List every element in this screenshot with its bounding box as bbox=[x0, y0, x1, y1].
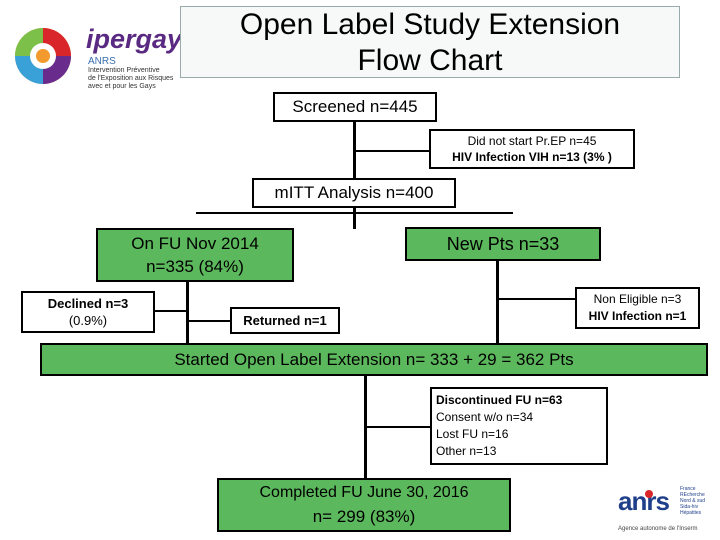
did-not-start-line-1: Did not start Pr.EP n=45 bbox=[467, 134, 597, 148]
started-label: Started Open Label Extension n= 333 + 29… bbox=[174, 349, 574, 369]
connector bbox=[353, 212, 513, 214]
anrs-side-5: Hépatites bbox=[680, 510, 702, 516]
anrs-side-2: REcherche bbox=[680, 492, 705, 498]
did-not-start-box: Did not start Pr.EP n=45 HIV Infection V… bbox=[429, 129, 635, 169]
started-box: Started Open Label Extension n= 333 + 29… bbox=[40, 343, 708, 376]
ipergay-tagline-2: de l'Exposition aux Risques bbox=[88, 75, 174, 82]
connector bbox=[186, 280, 189, 344]
connector bbox=[186, 320, 232, 322]
completed-box: Completed FU June 30, 2016 n= 299 (83%) bbox=[217, 478, 511, 532]
anrs-side-3: Nord & sud bbox=[680, 498, 706, 504]
ipergay-name: ipergay bbox=[86, 24, 183, 54]
new-pts-box: New Pts n=33 bbox=[405, 227, 601, 261]
declined-line-1: Declined n=3 bbox=[47, 296, 129, 311]
title-line-2: Flow Chart bbox=[357, 44, 503, 77]
connector bbox=[196, 212, 356, 214]
anrs-side-4: Sida-hiv bbox=[680, 504, 699, 510]
ipergay-org: ANRS bbox=[88, 56, 116, 67]
anrs-side-1: France bbox=[680, 486, 696, 492]
discontinued-line-1: Discontinued FU n=63 bbox=[436, 393, 563, 407]
anrs-caption: Agence autonome de l'Inserm bbox=[618, 526, 698, 532]
connector bbox=[496, 298, 576, 300]
connector bbox=[155, 310, 188, 312]
title-line-1: Open Label Study Extension bbox=[239, 8, 621, 41]
non-eligible-line-2: HIV Infection n=1 bbox=[588, 309, 687, 323]
non-eligible-box: Non Eligible n=3 HIV Infection n=1 bbox=[575, 287, 700, 329]
returned-box: Returned n=1 bbox=[230, 307, 340, 334]
ipergay-tagline-3: avec et pour les Gays bbox=[88, 83, 156, 90]
completed-line-2: n= 299 (83%) bbox=[312, 507, 416, 526]
ipergay-tagline-1: Intervention Préventive bbox=[88, 67, 160, 74]
returned-label: Returned n=1 bbox=[243, 313, 327, 328]
on-fu-line-2: n=335 (84%) bbox=[146, 257, 244, 276]
discontinued-box: Discontinued FU n=63 Consent w/o n=34 Lo… bbox=[430, 387, 608, 465]
screened-box: Screened n=445 bbox=[273, 92, 437, 122]
anrs-logo: anrs France REcherche Nord & sud Sida-hi… bbox=[618, 486, 718, 538]
discontinued-line-2: Consent w/o n=34 bbox=[436, 410, 534, 424]
connector bbox=[353, 150, 429, 152]
mitt-label: mITT Analysis n=400 bbox=[274, 183, 434, 202]
page-title: Open Label Study Extension Flow Chart bbox=[180, 6, 680, 78]
connector bbox=[496, 260, 499, 344]
new-pts-label: New Pts n=33 bbox=[446, 233, 560, 254]
declined-line-2: (0.9%) bbox=[68, 313, 108, 328]
on-fu-line-1: On FU Nov 2014 bbox=[131, 234, 259, 253]
screened-label: Screened n=445 bbox=[292, 97, 418, 116]
completed-line-1: Completed FU June 30, 2016 bbox=[259, 484, 469, 501]
connector bbox=[353, 207, 356, 229]
discontinued-line-4: Other n=13 bbox=[436, 444, 497, 458]
anrs-name: anrs bbox=[618, 486, 670, 516]
did-not-start-line-2: HIV Infection VIH n=13 (3% ) bbox=[452, 150, 612, 164]
connector bbox=[364, 426, 430, 428]
on-fu-box: On FU Nov 2014 n=335 (84%) bbox=[96, 228, 294, 282]
discontinued-line-3: Lost FU n=16 bbox=[436, 427, 509, 441]
ipergay-emblem-icon bbox=[15, 28, 71, 84]
declined-box: Declined n=3 (0.9%) bbox=[21, 291, 155, 333]
non-eligible-line-1: Non Eligible n=3 bbox=[593, 292, 682, 306]
anrs-dot-icon bbox=[645, 490, 653, 498]
ipergay-logo: ipergay ANRS Intervention Préventive de … bbox=[8, 18, 183, 93]
mitt-box: mITT Analysis n=400 bbox=[252, 178, 456, 208]
